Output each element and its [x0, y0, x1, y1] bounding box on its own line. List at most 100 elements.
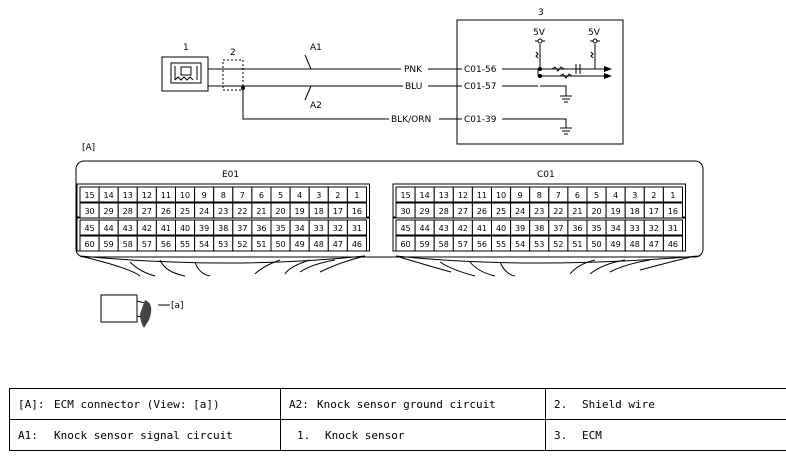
pin-number: 30: [84, 207, 94, 216]
pin-number: 23: [534, 207, 544, 216]
knock-sensor-body: [161, 56, 209, 92]
pin-number: 26: [161, 207, 171, 216]
connector-name-e01: E01: [222, 170, 239, 180]
pin-cell: [346, 219, 367, 236]
legend-code: [A]:: [18, 397, 45, 411]
pin-number: 13: [439, 191, 449, 200]
pin-number: 30: [400, 207, 410, 216]
view-sub-label: [a]: [171, 301, 184, 311]
pin-number: 56: [161, 240, 171, 249]
pin-number: 36: [572, 224, 582, 233]
pin-number: 51: [572, 240, 582, 249]
pin-number: 28: [439, 207, 449, 216]
pin-number: 47: [649, 240, 659, 249]
pin-cell: [662, 186, 684, 203]
wire-labels: PNK C01-56 BLU C01-57 BLK/ORN C01-39: [389, 63, 502, 125]
pin-number: 12: [458, 191, 468, 200]
pin-number: 50: [591, 240, 601, 249]
pin-number: 32: [649, 224, 659, 233]
pin-number: 17: [333, 207, 343, 216]
supply-5v-left: 5V: [533, 28, 546, 38]
pin-number: 34: [295, 224, 305, 233]
circuit-diagram: 1 2 3 A1 A2 [A] [a] PNK C01-56 BLU C01-5…: [82, 8, 624, 328]
pin-number: 42: [458, 224, 468, 233]
pin-number: 20: [275, 207, 285, 216]
pin-number: 29: [104, 207, 114, 216]
pin-number: 55: [180, 240, 190, 249]
pin-number: 38: [534, 224, 544, 233]
wire-color-blu: BLU: [405, 82, 422, 92]
callout-sensor: 1: [183, 43, 189, 53]
pin-number: 22: [237, 207, 247, 216]
pin-c01-56: C01-56: [464, 65, 497, 75]
pin-number: 8: [537, 191, 542, 200]
pin-number: 58: [439, 240, 449, 249]
legend-row: A1:Knock sensor signal circuit 1.Knock s…: [9, 419, 786, 451]
knock-sensor-element: [170, 62, 202, 84]
pin-number: 11: [161, 191, 171, 200]
legend-cell-view: [A]:ECM connector (View: [a]): [9, 388, 281, 420]
pin-c01-39: C01-39: [464, 115, 497, 125]
legend-table: [A]:ECM connector (View: [a]) A2: Knock s…: [9, 388, 786, 451]
legend-cell-shield: 2.Shield wire: [545, 388, 786, 420]
pin-number: 55: [496, 240, 506, 249]
pin-cell: [662, 235, 684, 252]
legend-text: Shield wire: [582, 397, 655, 411]
pin-number: 10: [496, 191, 506, 200]
connector-outline: [75, 160, 704, 258]
legend-text: Knock sensor: [325, 428, 405, 442]
legend-text: Knock sensor ground circuit: [317, 397, 496, 411]
pin-number: 48: [630, 240, 640, 249]
callout-ecm: 3: [538, 8, 544, 18]
pin-number: 44: [420, 224, 430, 233]
connector-view-body: [100, 294, 138, 323]
pin-number: 39: [515, 224, 525, 233]
pin-number: 50: [275, 240, 285, 249]
legend-cell-ecm: 3.ECM: [545, 419, 786, 451]
pin-number: 11: [477, 191, 487, 200]
pin-number: 37: [237, 224, 247, 233]
legend-cell-sensor: 1.Knock sensor: [280, 419, 546, 451]
callout-a1: A1: [310, 43, 322, 53]
pin-cell: [662, 219, 684, 236]
pin-number: 40: [180, 224, 190, 233]
pin-number: 52: [553, 240, 563, 249]
legend-code: A2:: [289, 397, 309, 411]
pin-number: 2: [651, 191, 656, 200]
pin-number: 53: [218, 240, 228, 249]
pin-number: 8: [221, 191, 226, 200]
pin-number: 52: [237, 240, 247, 249]
pin-number: 12: [142, 191, 152, 200]
pin-number: 7: [556, 191, 561, 200]
pin-number: 28: [123, 207, 133, 216]
pin-number: 15: [400, 191, 410, 200]
pin-number: 51: [256, 240, 266, 249]
pin-number: 14: [420, 191, 430, 200]
pin-number: 4: [613, 191, 618, 200]
pin-number: 46: [352, 240, 362, 249]
pin-number: 7: [240, 191, 245, 200]
pin-number: 40: [496, 224, 506, 233]
callout-shield: 2: [230, 48, 236, 58]
pin-number: 35: [591, 224, 601, 233]
pin-number: 34: [611, 224, 621, 233]
pin-number: 24: [515, 207, 525, 216]
pin-number: 23: [218, 207, 228, 216]
pin-number: 10: [180, 191, 190, 200]
pin-number: 13: [123, 191, 133, 200]
pin-number: 24: [199, 207, 209, 216]
pin-number: 18: [314, 207, 324, 216]
pin-number: 54: [199, 240, 209, 249]
legend-text: ECM: [582, 428, 602, 442]
legend-cell-a1: A1:Knock sensor signal circuit: [9, 419, 281, 451]
pin-number: 4: [297, 191, 302, 200]
pin-number: 3: [632, 191, 637, 200]
legend-text: Knock sensor signal circuit: [54, 428, 233, 442]
pin-number: 45: [84, 224, 94, 233]
pin-number: 27: [458, 207, 468, 216]
pin-number: 21: [256, 207, 266, 216]
pin-number: 59: [420, 240, 430, 249]
blk-orn-wire: [242, 88, 457, 120]
legend-row: [A]:ECM connector (View: [a]) A2: Knock s…: [9, 388, 786, 420]
